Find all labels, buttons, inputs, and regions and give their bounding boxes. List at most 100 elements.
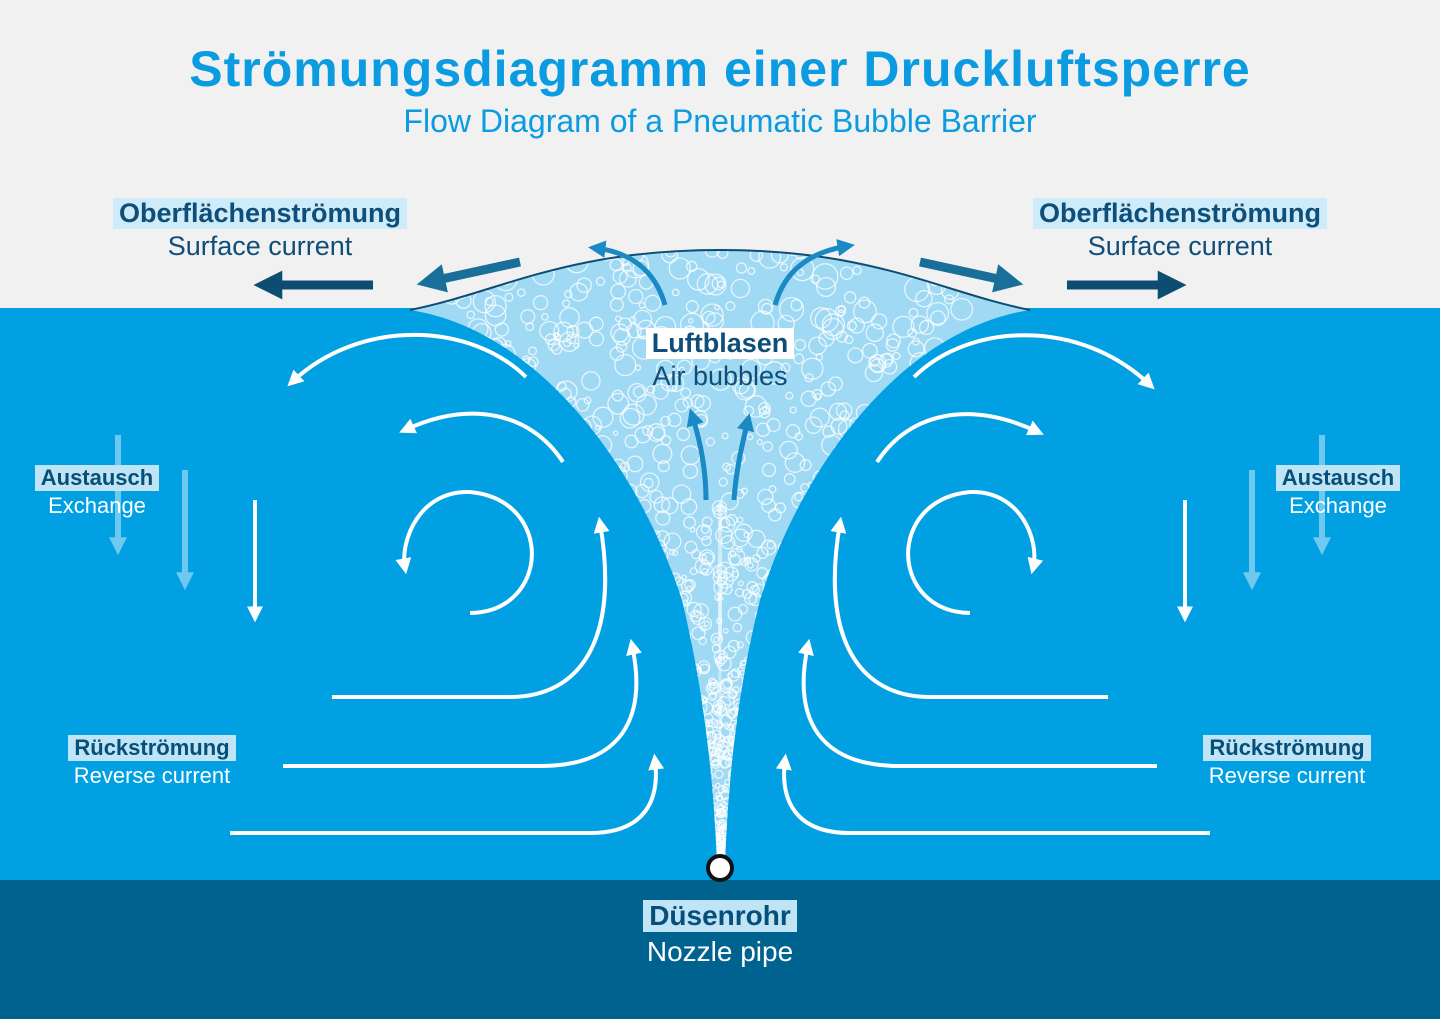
flow-arrow-right-middle-top <box>875 412 1044 464</box>
flow-arrow-right-eddy <box>906 489 1044 615</box>
bubble <box>779 440 798 460</box>
bubble <box>974 280 985 291</box>
bubble <box>737 580 744 587</box>
bubble <box>644 294 662 312</box>
flow-arrow-left-return-1 <box>332 516 610 699</box>
bubble <box>722 678 733 689</box>
bubble <box>847 347 864 364</box>
bubble <box>885 250 908 271</box>
bubble <box>818 330 835 347</box>
bubble <box>717 696 731 710</box>
label-exchange-left: Austausch Exchange <box>17 465 177 519</box>
bubble <box>716 561 734 580</box>
bubble <box>745 556 752 562</box>
bubble <box>740 487 749 495</box>
bubble <box>676 359 693 376</box>
bubble <box>758 406 771 419</box>
bubble <box>717 794 724 802</box>
bubble <box>652 383 669 400</box>
bubble <box>688 318 694 324</box>
label-surface-current-right: Oberflächenströmung Surface current <box>980 198 1380 262</box>
bubble <box>721 432 729 440</box>
bubble <box>768 485 777 494</box>
bubble <box>727 688 738 699</box>
bubble <box>646 423 666 442</box>
bubble <box>891 256 898 263</box>
bubble <box>619 407 641 429</box>
bubble <box>800 482 810 493</box>
bubble <box>618 269 637 288</box>
bubble <box>689 526 696 533</box>
bubble <box>835 402 853 419</box>
bubble <box>566 324 580 339</box>
bubble <box>494 322 510 337</box>
bubble <box>718 477 728 487</box>
bubble <box>844 335 854 345</box>
flow-arrow-left-outer-top <box>287 333 528 387</box>
bubble <box>743 531 750 539</box>
bubble <box>649 489 664 504</box>
bubble <box>690 549 701 560</box>
bubble <box>858 296 871 309</box>
bubble <box>699 562 713 576</box>
label-air-bubbles: Luftblasen Air bubbles <box>570 328 870 392</box>
bubble <box>657 460 670 473</box>
bubble <box>594 424 601 431</box>
bubble <box>695 524 712 541</box>
bubble <box>796 268 805 277</box>
bubble <box>747 562 754 569</box>
bubble <box>717 810 725 818</box>
bubble <box>757 488 774 506</box>
bubble <box>761 462 777 478</box>
bubble <box>652 443 673 464</box>
bubble <box>892 351 901 361</box>
bubble <box>744 395 768 418</box>
bubble <box>559 331 580 352</box>
bubble <box>566 333 577 345</box>
bubble <box>622 403 645 426</box>
bubble <box>853 299 877 324</box>
bubble <box>716 832 724 840</box>
bubble <box>709 691 718 700</box>
bubble <box>689 567 698 576</box>
flow-arrow-left-eddy <box>395 489 534 615</box>
bubble <box>734 379 756 401</box>
flow-arrow-left-return-2 <box>283 638 642 768</box>
bubble <box>800 390 817 408</box>
bubble <box>734 523 753 542</box>
bubble <box>615 341 628 353</box>
bubble <box>715 710 722 717</box>
flow-arrow-right-return-1 <box>830 516 1108 699</box>
bubble <box>711 276 726 291</box>
bubble <box>732 622 743 633</box>
bubble <box>564 289 573 299</box>
bubble <box>703 620 710 627</box>
label-de: Düsenrohr <box>643 900 797 932</box>
bubble <box>766 417 781 433</box>
exchange-arrows <box>109 435 1331 591</box>
bubble <box>722 627 729 634</box>
nozzle-pipe-icon <box>706 854 734 882</box>
bubble <box>730 278 751 299</box>
bubble <box>595 276 606 286</box>
bubble <box>756 546 769 560</box>
bubble <box>697 660 711 673</box>
bubble <box>667 412 682 428</box>
bubble <box>820 381 836 397</box>
bubble <box>783 473 796 486</box>
bubble <box>682 516 696 529</box>
bubble <box>910 315 930 334</box>
bubble <box>690 394 705 409</box>
label-en: Surface current <box>167 231 353 261</box>
bubble <box>950 297 974 321</box>
bubble <box>770 250 790 264</box>
bubble <box>671 484 692 504</box>
bubble <box>785 424 801 439</box>
bubble <box>926 301 950 325</box>
label-en: Exchange <box>48 493 146 518</box>
bubble <box>727 606 743 622</box>
bubble <box>687 267 710 291</box>
bubble <box>525 255 538 268</box>
bubble <box>634 426 652 444</box>
